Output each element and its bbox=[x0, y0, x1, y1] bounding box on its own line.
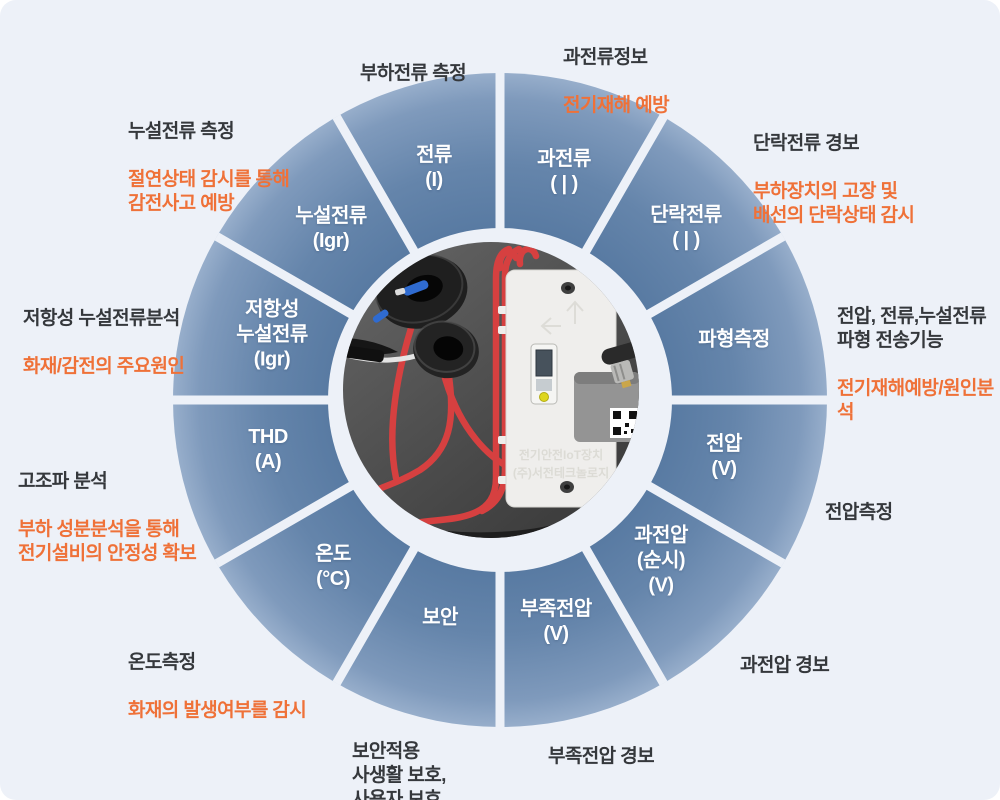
antenna-icon bbox=[601, 337, 639, 389]
annotation-waveform-transfer: 전압, 전류,누설전류 파형 전송기능 전기재해예방/원인분석 bbox=[837, 281, 1000, 449]
segment-label-thd: THD (A) bbox=[248, 426, 288, 473]
arrow-emboss-icon bbox=[540, 300, 584, 335]
annotation-desc: 화재/감전의 주요원인 bbox=[23, 356, 185, 377]
annotation-desc: 절연상태 감시를 통해 감전사고 예방 bbox=[128, 169, 290, 214]
annotation-harmonics-analysis: 고조파 분석 부하 성분분석을 통해 전기설비의 안정성 확보 bbox=[18, 446, 197, 590]
annotation-desc: 전기재해 예방 bbox=[563, 95, 670, 116]
annotation-desc: 전기재해예방/원인분석 bbox=[837, 378, 994, 423]
annotation-title: 저항성 누설전류분석 bbox=[23, 308, 180, 329]
annotation-overvoltage-alarm: 과전압 경보 bbox=[740, 630, 830, 726]
annotation-title: 보안적용 사생활 보호, 사용자 보호 bbox=[352, 741, 446, 800]
annotation-security-protection: 보안적용 사생활 보호, 사용자 보호 bbox=[352, 716, 446, 800]
wire-lug bbox=[343, 345, 385, 363]
segment-label-temperature: 온도 (°C) bbox=[315, 543, 351, 590]
annotation-title: 과전압 경보 bbox=[740, 655, 830, 676]
device-emboss-text: 전기안전IoT장치 bbox=[519, 447, 603, 462]
annotation-title: 누설전류 측정 bbox=[128, 121, 235, 142]
annotation-short-circuit-alarm: 단락전류 경보 부하장치의 고장 및 배선의 단락상태 감시 bbox=[753, 108, 915, 252]
segment-label-resistive-leakage: 저항성 누설전류 (Igr) bbox=[236, 298, 308, 371]
annotation-desc: 화재의 발생여부를 감시 bbox=[128, 700, 307, 721]
segment-label-short-circuit: 단락전류 ( | ) bbox=[650, 204, 722, 251]
device-display bbox=[530, 343, 558, 405]
annotation-desc: 부하 성분분석을 통해 전기설비의 안정성 확보 bbox=[18, 519, 197, 564]
segment-label-undervoltage: 부족전압 (V) bbox=[520, 598, 592, 645]
status-led bbox=[539, 392, 549, 402]
segment-label-security: 보안 bbox=[422, 606, 458, 629]
annotation-title: 부족전압 경보 bbox=[548, 746, 655, 767]
wire-ferrule bbox=[372, 309, 389, 323]
annotation-desc: 부하장치의 고장 및 배선의 단락상태 감시 bbox=[753, 181, 915, 226]
annotation-title: 전압측정 bbox=[825, 502, 893, 523]
annotation-load-current-measure: 부하전류 측정 bbox=[360, 38, 467, 134]
annotation-title: 전압, 전류,누설전류 파형 전송기능 bbox=[837, 306, 987, 351]
segment-label-leakage: 누설전류 (Igr) bbox=[295, 205, 367, 252]
segment-label-waveform: 파형측정 bbox=[698, 328, 770, 351]
ct-clamp-icon bbox=[413, 320, 479, 379]
annotation-temperature-measure: 온도측정 화재의 발생여부를 감시 bbox=[128, 627, 307, 747]
segment-label-voltage: 전압 (V) bbox=[706, 433, 742, 480]
center-photo: 전기안전IoT장치 (주)서전테크놀로지 bbox=[343, 242, 639, 538]
annotation-overcurrent-info: 과전류정보 전기재해 예방 bbox=[563, 22, 670, 142]
segment-label-current: 전류 (I) bbox=[416, 144, 452, 191]
annotation-voltage-measure: 전압측정 bbox=[825, 477, 893, 573]
device-emboss-text: (주)서전테크놀로지 bbox=[513, 465, 609, 480]
annotation-title: 과전류정보 bbox=[563, 47, 648, 68]
annotation-title: 단락전류 경보 bbox=[753, 133, 860, 154]
annotation-title: 고조파 분석 bbox=[18, 471, 108, 492]
annotation-title: 부하전류 측정 bbox=[360, 63, 467, 84]
segment-label-overcurrent: 과전류 ( | ) bbox=[537, 148, 591, 195]
annotation-undervoltage-alarm: 부족전압 경보 bbox=[548, 721, 655, 800]
annotation-title: 온도측정 bbox=[128, 652, 196, 673]
segment-label-overvoltage-instant: 과전압 (순시) (V) bbox=[634, 524, 688, 597]
annotation-resistive-leakage-analysis: 저항성 누설전류분석 화재/감전의 주요원인 bbox=[23, 283, 185, 403]
iot-device-illustration: 전기안전IoT장치 (주)서전테크놀로지 bbox=[498, 269, 639, 508]
annotation-leakage-measure: 누설전류 측정 절연상태 감시를 통해 감전사고 예방 bbox=[128, 96, 290, 240]
